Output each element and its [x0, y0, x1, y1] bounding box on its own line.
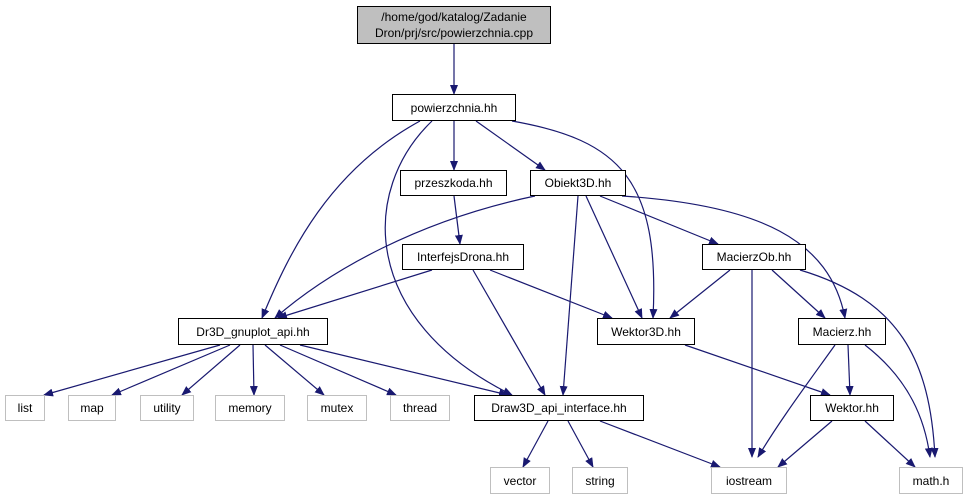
node-vector[interactable]: vector [490, 467, 550, 494]
node-memory[interactable]: memory [215, 395, 285, 421]
edge-powierzchnia-obiekt3d [475, 120, 546, 171]
node-macierzob-hh[interactable]: MacierzOb.hh [702, 244, 806, 270]
edge-wektor3d-wektor [684, 344, 831, 396]
node-przeszkoda-hh[interactable]: przeszkoda.hh [400, 170, 507, 196]
edge-macierz-wektor [845, 344, 854, 396]
edge-powierzchnia-dr3d [261, 120, 421, 319]
edge-dr3d-memory [249, 344, 258, 396]
node-iostream[interactable]: iostream [711, 467, 787, 494]
node-math-h[interactable]: math.h [899, 467, 963, 494]
edge-wektor-mathh [864, 420, 916, 468]
node-map[interactable]: map [68, 395, 116, 421]
edge-obiekt3d-draw3d [559, 195, 579, 396]
edge-powierzchnia-wektor3d [511, 120, 658, 319]
edge-interfejs-draw3d [472, 269, 546, 396]
edge-obiekt3d-dr3d [274, 195, 536, 319]
node-wektor3d-hh[interactable]: Wektor3D.hh [597, 318, 695, 345]
node-macierz-hh[interactable]: Macierz.hh [798, 318, 886, 345]
node-obiekt3d-hh[interactable]: Obiekt3D.hh [530, 170, 626, 196]
edge-dr3d-mutex [264, 344, 325, 396]
node-wektor-hh[interactable]: Wektor.hh [810, 395, 894, 421]
edge-obiekt3d-macierz [621, 195, 848, 319]
node-utility[interactable]: utility [140, 395, 194, 421]
edge-dr3d-draw3d [299, 344, 509, 397]
node-thread[interactable]: thread [390, 395, 450, 421]
edge-interfejs-dr3d [277, 269, 433, 320]
edge-obiekt3d-macierzob [599, 195, 719, 245]
edge-interfejs-wektor3d [489, 269, 613, 319]
edge-draw3d-string [567, 420, 594, 468]
node-interfejsdrona-hh[interactable]: InterfejsDrona.hh [402, 244, 524, 270]
node-draw3d-api-interface-hh[interactable]: Draw3D_api_interface.hh [474, 395, 644, 421]
edge-macierzob-wektor3d [669, 269, 731, 319]
node-powierzchnia-hh[interactable]: powierzchnia.hh [392, 94, 516, 121]
edge-dr3d-utility [181, 344, 241, 396]
edge-macierzob-macierz [771, 269, 826, 319]
edge-draw3d-iostream [599, 420, 721, 468]
edge-dr3d-thread [279, 344, 397, 396]
edge-draw3d-vector [522, 420, 549, 468]
edge-dr3d-map [111, 344, 231, 396]
edge-macierz-mathh [864, 344, 933, 458]
edge-dr3d-list [43, 344, 221, 397]
edge-wektor-iostream [777, 420, 833, 468]
node-list[interactable]: list [5, 395, 45, 421]
edge-macierzob-mathh [799, 269, 939, 458]
edge-powierzchnia-draw3d [384, 120, 513, 396]
edge-przeszkoda-interfejs [453, 195, 463, 245]
node-powierzchnia-cpp[interactable]: /home/god/katalog/Zadanie Dron/prj/src/p… [357, 6, 551, 44]
node-dr3d-gnuplot-api-hh[interactable]: Dr3D_gnuplot_api.hh [178, 318, 328, 345]
node-mutex[interactable]: mutex [307, 395, 367, 421]
node-string[interactable]: string [572, 467, 628, 494]
edge-obiekt3d-wektor3d [585, 195, 643, 319]
edge-macierz-iostream [757, 344, 836, 458]
